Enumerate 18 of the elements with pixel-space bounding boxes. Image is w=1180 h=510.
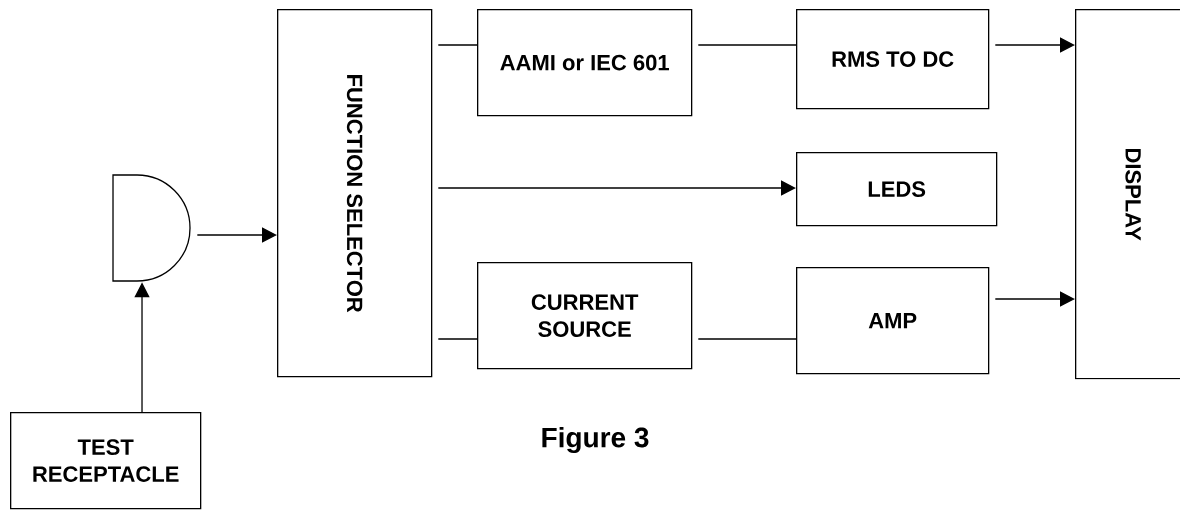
block-box: CURRENT SOURCE xyxy=(477,262,693,370)
arrow xyxy=(994,291,1075,307)
block-box: RMS TO DC xyxy=(796,9,990,110)
block-box: AAMI or IEC 601 xyxy=(477,9,693,117)
plug-shape xyxy=(112,174,191,282)
block-box: AMP xyxy=(796,267,990,375)
connector-line xyxy=(437,44,478,46)
arrow xyxy=(994,37,1075,53)
connector-line xyxy=(697,44,797,46)
figure-caption: Figure 3 xyxy=(542,426,649,454)
block-box: DISPLAY xyxy=(1075,9,1180,380)
arrow xyxy=(437,180,796,196)
connector-line xyxy=(437,338,478,340)
block-box: TEST RECEPTACLE xyxy=(10,412,202,510)
arrow xyxy=(196,227,277,243)
block-box: LEDS xyxy=(796,152,998,227)
block-box: FUNCTION SELECTOR xyxy=(277,9,433,378)
connector-line xyxy=(697,338,797,340)
